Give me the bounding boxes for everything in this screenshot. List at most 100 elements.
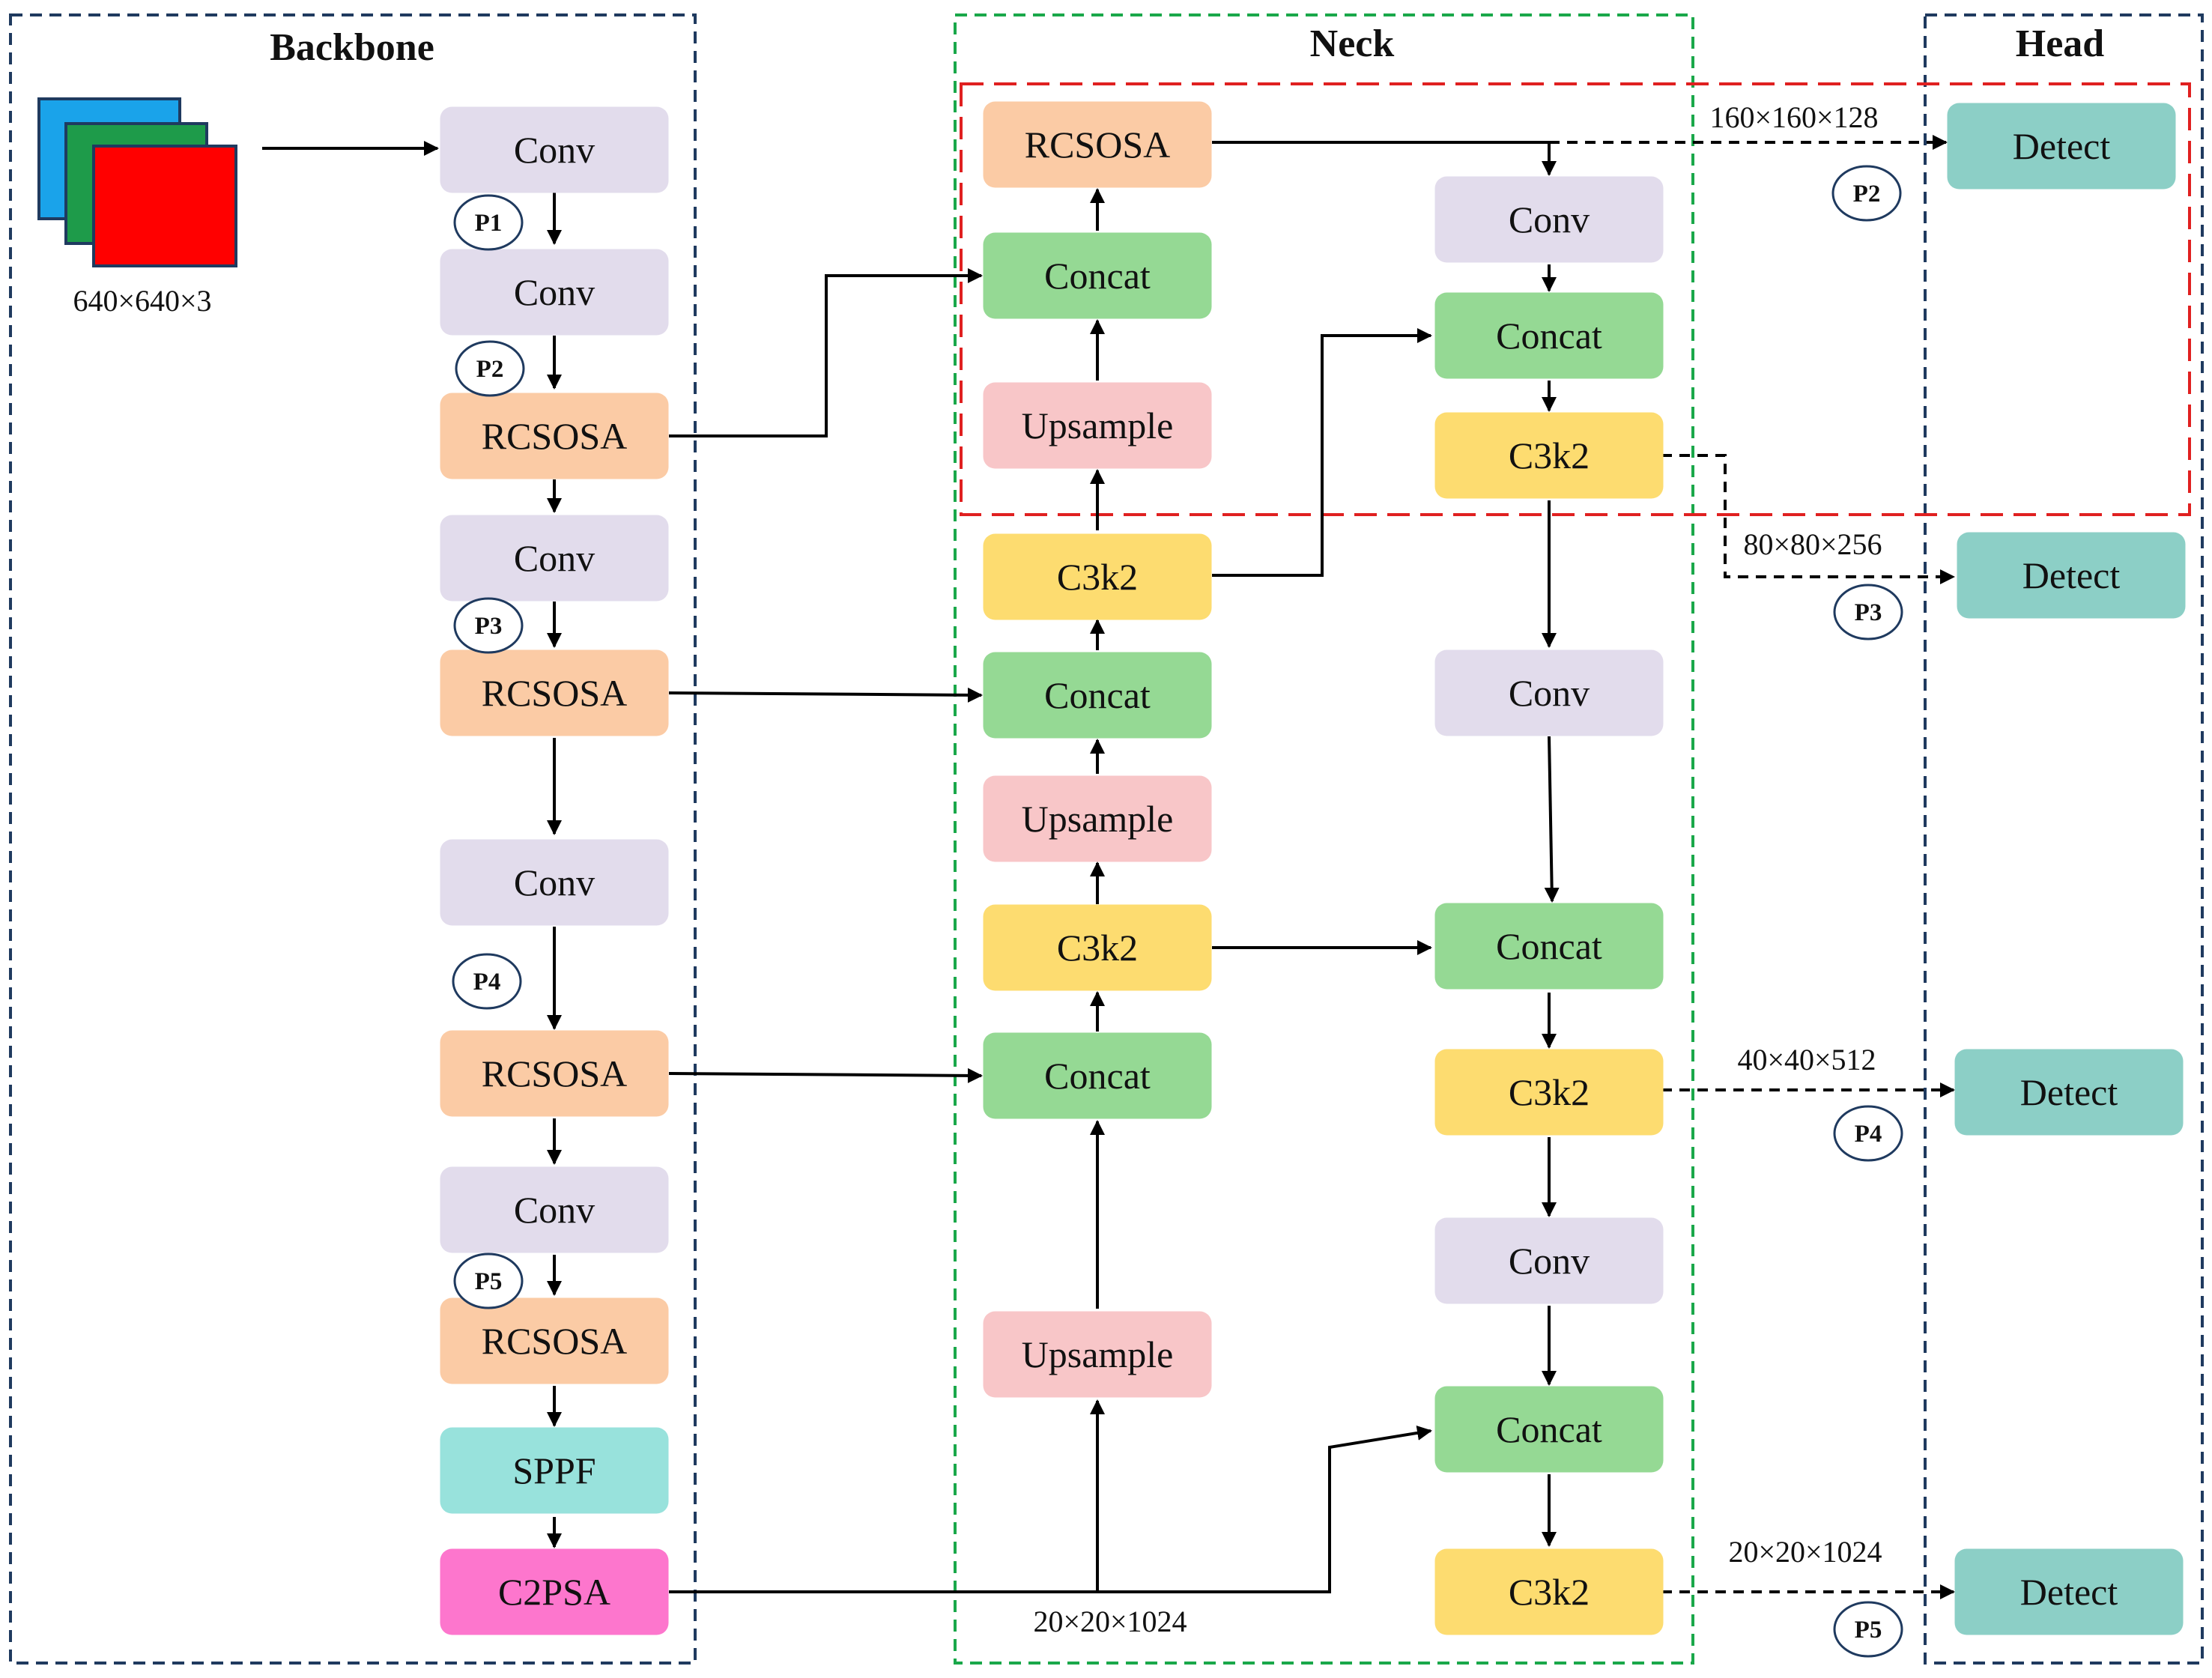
backbone-tag-p5: P5 [453,1253,524,1309]
neck-right-conv-1: Conv [1434,176,1664,263]
neck-left-c3k2-7-box [983,904,1212,991]
neck-left-concat-2: Concat [983,232,1212,319]
backbone-conv-4: Conv [440,515,669,602]
head-detect-4: Detect [1954,1548,2184,1635]
head-detect-1-box [1947,103,2176,190]
p2-dim-label: 160×160×128 [1709,100,1878,134]
backbone-conv-4-box [440,515,669,602]
svg-text:P2: P2 [1853,181,1881,208]
backbone-conv-2-box [440,249,669,336]
svg-text:P5: P5 [475,1268,503,1295]
neck-right-c3k2-3-box [1434,412,1664,499]
backbone-frame [9,13,697,1665]
neck-right-c3k2-3: C3k2 [1434,412,1664,499]
neck-right-conv-1-box [1434,176,1664,263]
neck-left-concat-2-box [983,232,1212,319]
backbone-rcsosa-5: RCSOSA [440,649,669,736]
backbone-rcsosa-9-label: RCSOSA [482,1320,628,1362]
neck-title: Neck [1310,22,1395,65]
neck-right-conv-4: Conv [1434,649,1664,736]
p4-dim-label: 40×40×512 [1737,1043,1876,1076]
head-detect-2-box [1957,532,2186,619]
neck-right-conv-7: Conv [1434,1217,1664,1304]
neck-left-upsample-6-label: Upsample [1022,798,1174,840]
neck-left-upsample-3-label: Upsample [1022,405,1174,446]
neck-left-concat-2-label: Concat [1044,255,1151,297]
neck-left-c3k2-4-label: C3k2 [1057,556,1138,598]
neck-right-conv-4-label: Conv [1509,672,1590,714]
head-title: Head [2016,22,2105,65]
backbone-conv-8-box [440,1166,669,1253]
backbone-conv-4-label: Conv [514,537,595,579]
head-detect-2-label: Detect [2022,554,2121,596]
neck-right-c3k2-6-box [1434,1049,1664,1136]
backbone-c2psa-11: C2PSA [440,1548,669,1635]
backbone-tag-p1: P1 [453,194,524,251]
neck-right-concat-5: Concat [1434,903,1664,990]
neck-left-concat-5: Concat [983,652,1212,739]
head-detect-3-box [1954,1049,2184,1136]
head-detect-2: Detect [1957,532,2186,619]
neck-right-c3k2-3-label: C3k2 [1509,434,1590,476]
backbone-rcsosa-3-box [440,393,669,479]
neck-left-upsample-9-box [983,1311,1212,1398]
head-tag-p3: P3 [1833,584,1903,640]
head-detect-4-label: Detect [2020,1571,2118,1613]
neck-left-concat-8: Concat [983,1032,1212,1119]
backbone-c2psa-11-label: C2PSA [498,1571,610,1613]
neck-right-c3k2-9: C3k2 [1434,1548,1664,1635]
c2psa-dim-label: 20×20×1024 [1033,1605,1187,1638]
neck-right-concat-8: Concat [1434,1386,1664,1473]
head-detect-3: Detect [1954,1049,2184,1136]
head-detect-3-label: Detect [2020,1071,2118,1113]
connectors [262,135,1955,1599]
backbone-tag-p2: P2 [455,340,525,397]
neck-left-rcsosa-1-label: RCSOSA [1025,124,1171,166]
head-detect-4-box [1954,1548,2184,1635]
backbone-conv-1-label: Conv [514,129,595,171]
neck-left-upsample-3: Upsample [983,382,1212,469]
head-tag-p2: P2 [1831,165,1902,222]
neck-right-conv-7-box [1434,1217,1664,1304]
backbone-rcsosa-3: RCSOSA [440,393,669,479]
svg-text:P4: P4 [1855,1121,1882,1148]
backbone-rcsosa-5-label: RCSOSA [482,672,628,714]
input-size-label: 640×640×3 [73,284,211,318]
backbone-sppf-10: SPPF [440,1427,669,1514]
p5-dim-label: 20×20×1024 [1728,1535,1882,1569]
head-frame [1924,13,2204,1665]
neck-left-c3k2-4-box [983,533,1212,620]
neck-right-concat-8-label: Concat [1496,1408,1602,1450]
backbone-rcsosa-7-label: RCSOSA [482,1052,628,1094]
backbone-rcsosa-9-box [440,1297,669,1384]
highlight-frame [960,82,2191,516]
neck-right-c3k2-9-label: C3k2 [1509,1571,1590,1613]
neck-left-c3k2-4: C3k2 [983,533,1212,620]
backbone-conv-6: Conv [440,839,669,926]
svg-text:P1: P1 [475,210,503,237]
neck-left-concat-8-box [983,1032,1212,1119]
backbone-rcsosa-5-box [440,649,669,736]
backbone-conv-1: Conv [440,106,669,193]
neck-right-concat-5-label: Concat [1496,925,1602,967]
neck-right-conv-1-label: Conv [1509,199,1590,240]
neck-left-concat-5-label: Concat [1044,674,1151,716]
backbone-conv-1-box [440,106,669,193]
backbone-tag-p3: P3 [453,597,524,654]
p3-dim-label: 80×80×256 [1743,527,1882,561]
neck-left-rcsosa-1-box [983,101,1212,188]
backbone-rcsosa-7: RCSOSA [440,1030,669,1117]
svg-text:P2: P2 [476,356,504,383]
head-detect-1-label: Detect [2013,125,2111,167]
neck-right-c3k2-6: C3k2 [1434,1049,1664,1136]
head-detect-1: Detect [1947,103,2176,190]
neck-right-c3k2-6-label: C3k2 [1509,1071,1590,1113]
neck-left-rcsosa-1: RCSOSA [983,101,1212,188]
backbone-conv-8-label: Conv [514,1189,595,1231]
backbone-c2psa-11-box [440,1548,669,1635]
svg-text:P3: P3 [475,613,503,640]
backbone-conv-8: Conv [440,1166,669,1253]
backbone-tag-p4: P4 [452,953,522,1010]
neck-right-concat-5-box [1434,903,1664,990]
